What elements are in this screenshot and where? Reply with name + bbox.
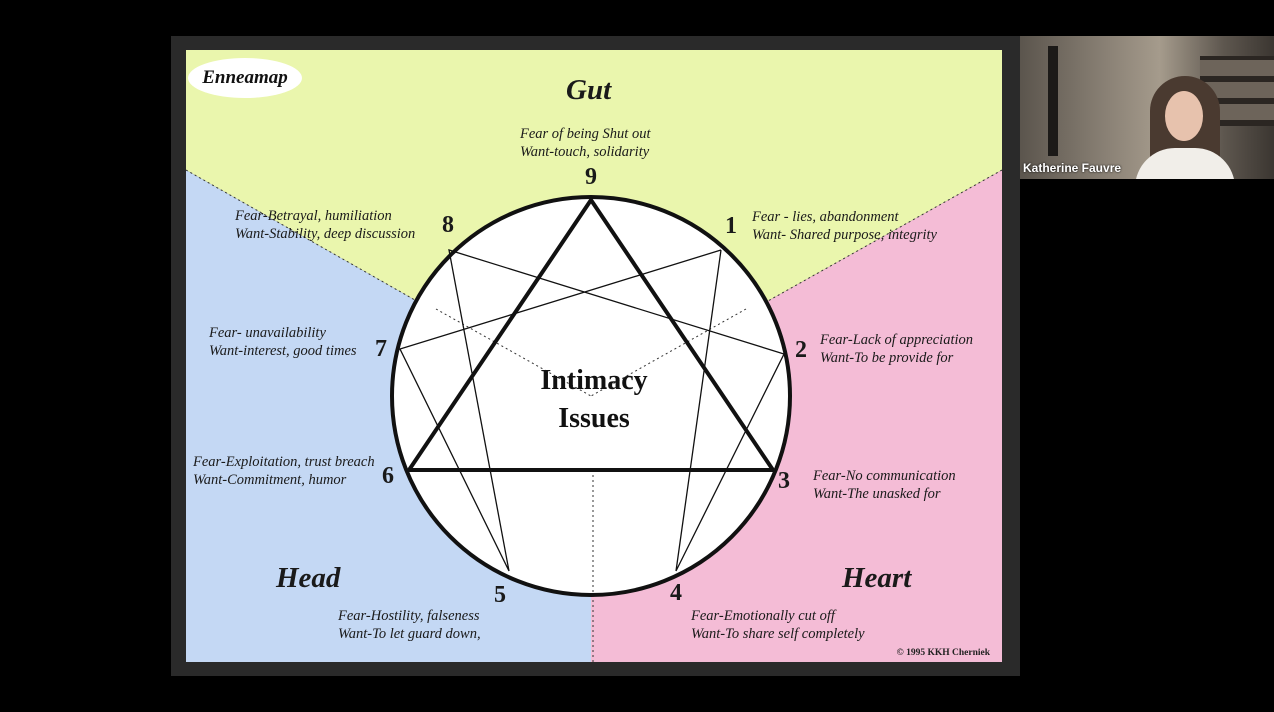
hexad-lines [399, 249, 785, 572]
point-8-want: Want-Stability, deep discussion [235, 226, 416, 242]
center-title: Intimacy Issues [516, 362, 672, 438]
point-2-want: Want-To be provide for [820, 350, 954, 366]
point-4-want: Want-To share self completely [691, 626, 865, 642]
participant-video-tile[interactable]: Katherine Fauvre [1020, 36, 1274, 179]
copyright-notice: © 1995 KKH Cherniek [896, 648, 990, 658]
point-6-fear: Fear-Exploitation, trust breach [193, 454, 375, 470]
point-6-number: 6 [382, 463, 394, 489]
point-9-fear: Fear of being Shut out [520, 126, 651, 142]
video-lamp [1048, 46, 1058, 156]
enneagram-slide: Enneamap Gut Head Heart Intimacy Issues … [186, 50, 1002, 662]
gut-label: Gut [566, 74, 612, 106]
point-3-fear: Fear-No communication [813, 468, 956, 484]
point-4-fear: Fear-Emotionally cut off [691, 608, 835, 624]
point-7-fear: Fear- unavailability [209, 325, 326, 341]
enneagram-diagram [186, 50, 1002, 662]
center-title-line2: Issues [558, 403, 630, 434]
point-8-fear: Fear-Betrayal, humiliation [235, 208, 392, 224]
point-1-fear: Fear - lies, abandonment [752, 209, 899, 225]
enneamap-logo: Enneamap [188, 58, 302, 98]
point-4-number: 4 [670, 580, 682, 606]
point-5-fear: Fear-Hostility, falseness [338, 608, 480, 624]
triangle-lines [405, 196, 777, 472]
center-title-line1: Intimacy [540, 365, 648, 396]
point-5-number: 5 [494, 582, 506, 608]
point-6-want: Want-Commitment, humor [193, 472, 347, 488]
point-9-number: 9 [585, 164, 597, 190]
head-label: Head [276, 562, 341, 594]
point-3-want: Want-The unasked for [813, 486, 941, 502]
point-9-want: Want-touch, solidarity [520, 144, 650, 160]
point-3-number: 3 [778, 468, 790, 494]
point-5-want: Want-To let guard down, [338, 626, 481, 642]
point-8-number: 8 [442, 212, 454, 238]
point-2-number: 2 [795, 337, 807, 363]
participant-face [1165, 91, 1203, 141]
point-7-number: 7 [375, 336, 387, 362]
point-1-number: 1 [725, 213, 737, 239]
participant-name: Katherine Fauvre [1023, 161, 1122, 175]
heart-label: Heart [842, 562, 912, 594]
point-2-fear: Fear-Lack of appreciation [820, 332, 974, 348]
point-1-want: Want- Shared purpose, integrity [752, 227, 937, 243]
point-7-want: Want-interest, good times [209, 343, 357, 359]
